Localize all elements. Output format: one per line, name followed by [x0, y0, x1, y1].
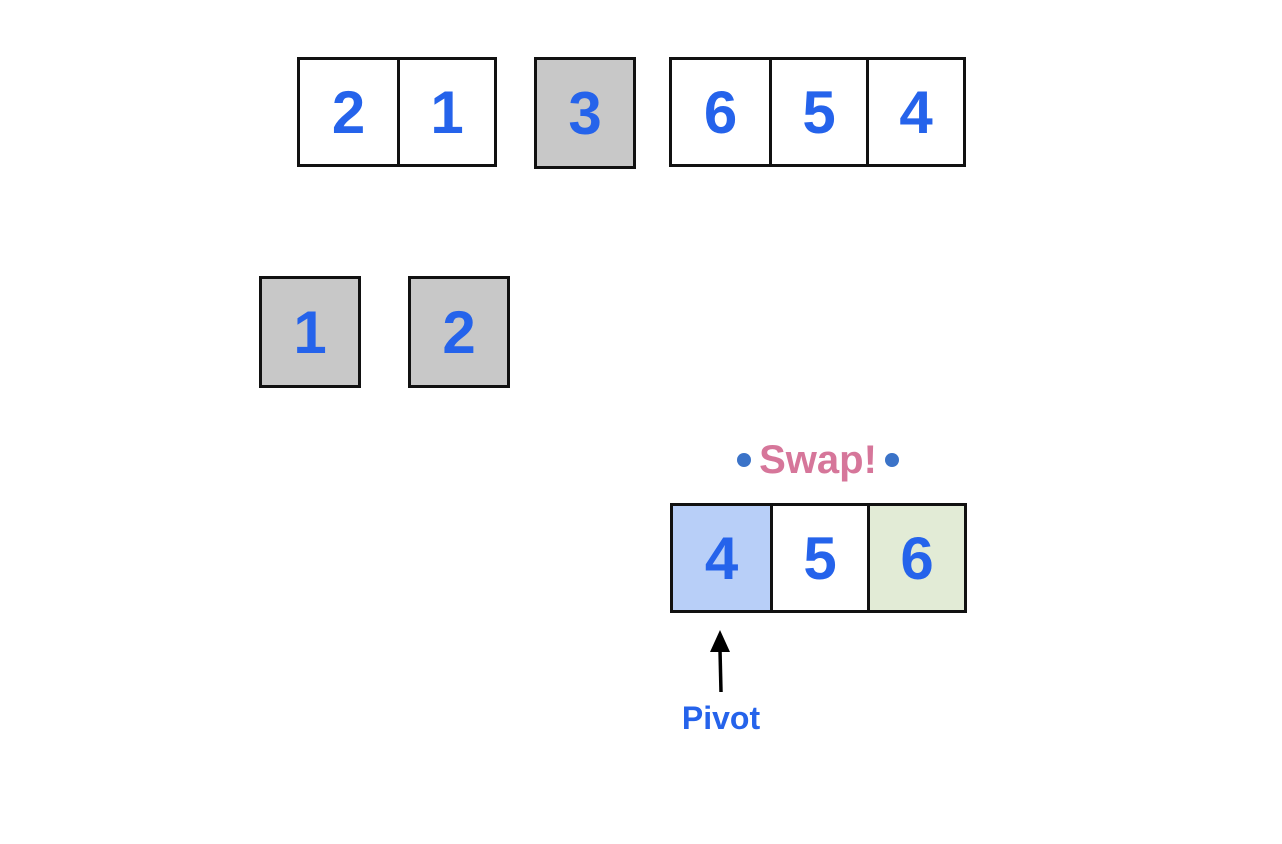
swap-annotation: Swap! — [728, 436, 908, 484]
right-partition-array: 6 5 4 — [669, 57, 966, 167]
array-cell: 5 — [769, 60, 866, 164]
pivot-label: Pivot — [681, 700, 761, 736]
swap-array: 4 5 6 — [670, 503, 967, 613]
array-cell: 5 — [770, 506, 867, 610]
swapped-array-cell: 6 — [867, 506, 964, 610]
sorted-cell: 2 — [408, 276, 510, 388]
bullet-dot-icon — [884, 453, 899, 467]
bullet-dot-icon — [737, 453, 752, 467]
array-cell: 6 — [672, 60, 769, 164]
left-partition-array: 2 1 — [297, 57, 497, 167]
array-cell: 1 — [397, 60, 494, 164]
array-cell: 2 — [300, 60, 397, 164]
up-arrow-icon — [710, 630, 730, 693]
pivot-cell: 3 — [534, 57, 636, 169]
sorted-cell: 1 — [259, 276, 361, 388]
pivot-array-cell: 4 — [673, 506, 770, 610]
array-cell: 4 — [866, 60, 963, 164]
swap-label: Swap! — [759, 437, 877, 482]
